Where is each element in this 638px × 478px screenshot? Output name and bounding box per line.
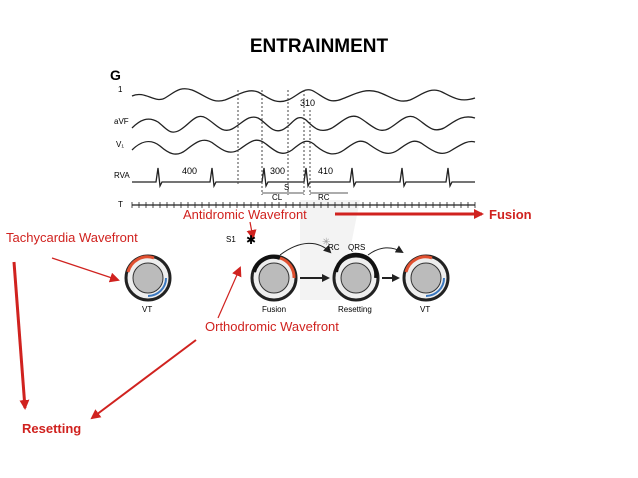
marker-cl: CL bbox=[272, 193, 283, 202]
circuit-label-s1: S1 bbox=[226, 235, 236, 244]
circle-fusion: Fusion bbox=[250, 254, 298, 314]
circle-resetting: Resetting bbox=[332, 252, 380, 314]
circle-label-vt-2: VT bbox=[420, 305, 430, 314]
marker-rc: RC bbox=[318, 193, 330, 202]
circle-label-fusion: Fusion bbox=[262, 305, 286, 314]
trace-lead-avf bbox=[131, 115, 476, 133]
lead-label-1: 1 bbox=[118, 85, 123, 94]
trace-lead-v1 bbox=[131, 139, 476, 155]
circuit-label-qrs: QRS bbox=[348, 243, 365, 252]
resetting-down-arrow bbox=[12, 261, 30, 410]
label-antidromic: Antidromic Wavefront bbox=[183, 207, 307, 222]
circle-vt-2: VT bbox=[402, 254, 450, 314]
trace-rva bbox=[132, 167, 475, 189]
label-tachycardia: Tachycardia Wavefront bbox=[6, 230, 138, 245]
interval-310: 310 bbox=[300, 98, 315, 108]
interval-410: 410 bbox=[318, 166, 333, 176]
label-orthodromic: Orthodromic Wavefront bbox=[205, 319, 339, 334]
stimulus-star-icon: ✱ bbox=[246, 233, 256, 247]
label-fusion: Fusion bbox=[489, 207, 532, 222]
circle-vt-1: VT bbox=[124, 254, 172, 314]
t-line-ticks bbox=[131, 202, 476, 208]
interval-400: 400 bbox=[182, 166, 197, 176]
slide-title: ENTRAINMENT bbox=[249, 36, 389, 57]
circuit-label-rc: RC bbox=[328, 243, 340, 252]
circle-label-resetting: Resetting bbox=[338, 305, 372, 314]
lead-label-rva: RVA bbox=[114, 171, 130, 180]
burst-icon: ✳ bbox=[322, 237, 330, 248]
tachycardia-pointer bbox=[51, 257, 120, 283]
lead-label-v1: V₁ bbox=[116, 140, 124, 149]
marker-s: S bbox=[284, 183, 289, 192]
lead-label-avf: aVF bbox=[114, 117, 129, 126]
antidromic-pointer bbox=[246, 221, 257, 240]
label-resetting: Resetting bbox=[22, 421, 82, 436]
resetting-diag-arrow bbox=[90, 339, 197, 420]
trace-lead-1 bbox=[131, 88, 476, 103]
lead-label-t: T bbox=[118, 200, 123, 209]
interval-300: 300 bbox=[270, 166, 285, 176]
orthodromic-pointer bbox=[217, 266, 242, 319]
circle-label-vt-1: VT bbox=[142, 305, 152, 314]
panel-letter: G bbox=[110, 67, 121, 83]
